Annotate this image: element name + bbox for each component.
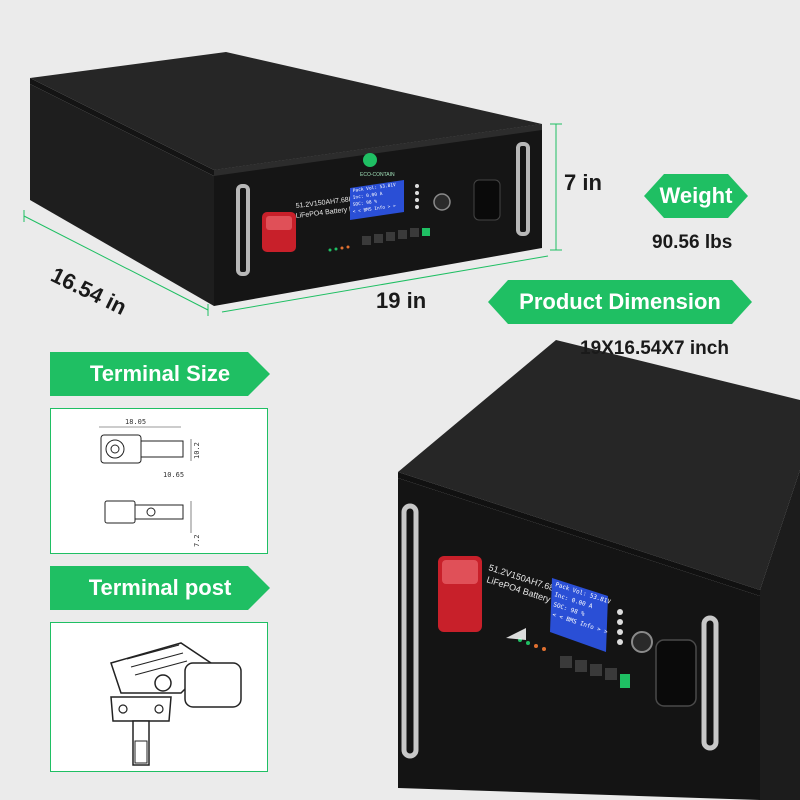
dim-line-width bbox=[221, 255, 549, 313]
dim-line-depth bbox=[23, 215, 209, 311]
battery-bottom-lcd bbox=[550, 578, 608, 652]
battery-top-brand: ECO-CONTAIN bbox=[360, 172, 395, 178]
dim-hole: 7.2 bbox=[193, 534, 201, 547]
terminal-post-badge: Terminal post bbox=[50, 566, 270, 610]
battery-top-lcd bbox=[350, 180, 404, 220]
terminal-post-panel bbox=[50, 622, 268, 772]
terminal-post-drawing bbox=[110, 642, 242, 766]
battery-bottom-power-switch bbox=[631, 631, 653, 653]
battery-top-side bbox=[30, 84, 214, 306]
dim-height: 10.2 bbox=[193, 442, 201, 459]
battery-top-power-switch bbox=[433, 193, 451, 211]
dim-width-label: 19 in bbox=[376, 288, 427, 313]
battery-top-face bbox=[30, 52, 542, 170]
terminal-size-panel: 18.05 10.2 10.65 7.2 bbox=[50, 408, 268, 554]
dim-height-label: 7 in bbox=[564, 170, 602, 195]
product-dimension-value: 19X16.54X7 inch bbox=[580, 338, 729, 359]
terminal-size-drawing: 18.05 10.2 10.65 7.2 bbox=[99, 418, 201, 547]
product-dimension-badge: Product Dimension bbox=[488, 280, 752, 324]
terminal-size-badge: Terminal Size bbox=[50, 352, 270, 396]
battery-top-status-leds bbox=[328, 245, 350, 252]
battery-bottom-top-face bbox=[398, 340, 800, 590]
weight-value: 90.56 lbs bbox=[652, 232, 733, 253]
battery-bottom-ports bbox=[560, 656, 630, 688]
battery-bottom-status-leds bbox=[518, 638, 546, 651]
battery-top-ports bbox=[362, 228, 430, 245]
svg-text:Inc: 0.00 A: Inc: 0.00 A bbox=[352, 191, 383, 201]
weight-badge: Weight bbox=[644, 174, 748, 218]
battery-top-brand-logo bbox=[363, 153, 377, 167]
dim-length: 18.05 bbox=[125, 418, 146, 426]
svg-text:SOC: 98 %: SOC: 98 % bbox=[352, 199, 377, 208]
battery-bottom-breaker bbox=[655, 639, 697, 707]
dim-short: 10.65 bbox=[163, 471, 184, 479]
battery-top-breaker bbox=[473, 179, 501, 221]
